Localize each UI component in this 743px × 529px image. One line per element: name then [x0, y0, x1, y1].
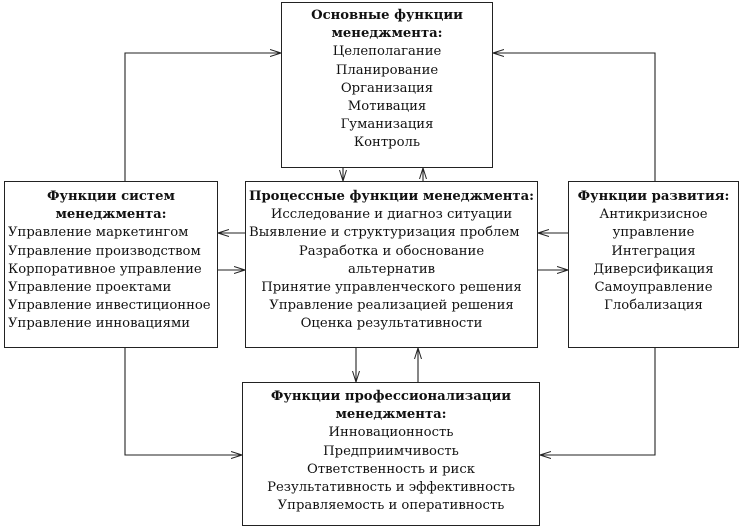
development-functions-item: Диверсификация [593, 261, 714, 277]
development-functions-item: Глобализация [604, 298, 703, 314]
system-functions-item: Управление маркетингом [8, 225, 189, 241]
professionalization-item: Предприимчивость [323, 443, 459, 459]
development-functions-item: Самоуправление [594, 280, 713, 296]
development-functions-item: Интеграция [611, 243, 696, 259]
system-functions-item: Управление инвестиционное [8, 298, 211, 314]
basic-functions-item: Организация [340, 80, 434, 96]
basic-functions-item: Целеполагание [332, 44, 442, 60]
professionalization-item: Управляемость и оперативность [277, 498, 505, 514]
development-functions-title: Функции развития: [577, 189, 730, 204]
process-functions-item: Управление реализацией решения [269, 298, 514, 314]
basic-functions-item: Контроль [353, 135, 421, 151]
development-functions-box: Функции развития: Антикризисное управлен… [568, 181, 739, 348]
basic-functions-item: Планирование [335, 62, 439, 78]
basic-functions-item: Мотивация [347, 99, 427, 115]
process-functions-item: альтернатив [347, 261, 436, 277]
connector-right-to-bottom [540, 348, 656, 455]
connector-right-to-top [493, 53, 656, 181]
basic-functions-item: Гуманизация [340, 117, 434, 133]
basic-functions-title-line2: менеджмента: [331, 26, 443, 42]
process-functions-item: Исследование и диагноз ситуации [270, 207, 513, 223]
connector-left-to-bottom [124, 348, 242, 455]
development-functions-item: Антикризисное [599, 207, 708, 223]
system-functions-title-line2: менеджмента: [55, 207, 167, 223]
process-functions-item: Оценка результативности [300, 316, 483, 332]
process-functions-box: Процессные функции менеджмента: Исследов… [245, 181, 538, 348]
professionalization-title-line1: Функции профессионализации [270, 389, 512, 404]
professionalization-item: Результативность и эффективность [267, 480, 515, 496]
system-functions-box: Функции систем менеджмента: Управление м… [4, 181, 218, 348]
system-functions-item: Корпоративное управление [8, 261, 202, 277]
system-functions-item: Управление инновациями [8, 316, 191, 332]
system-functions-item: Управление проектами [8, 280, 172, 296]
professionalization-item: Ответственность и риск [307, 461, 475, 477]
professionalization-title-line2: менеджмента: [335, 407, 447, 423]
system-functions-item: Управление производством [8, 243, 201, 259]
process-functions-title: Процессные функции менеджмента: [249, 189, 534, 204]
professionalization-functions-box: Функции профессионализации менеджмента: … [242, 382, 540, 526]
development-functions-item: управление [612, 225, 695, 241]
process-functions-item: Выявление и структуризация проблем [249, 225, 520, 241]
basic-functions-title-line1: Основные функции [311, 8, 463, 23]
system-functions-title-line1: Функции систем [47, 189, 175, 204]
professionalization-item: Инновационность [328, 425, 454, 441]
basic-functions-box: Основные функции менеджмента: Целеполага… [281, 2, 493, 168]
process-functions-item: Принятие управленческого решения [261, 280, 522, 296]
connector-left-to-top [124, 53, 281, 181]
process-functions-item: Разработка и обоснование [298, 243, 485, 259]
